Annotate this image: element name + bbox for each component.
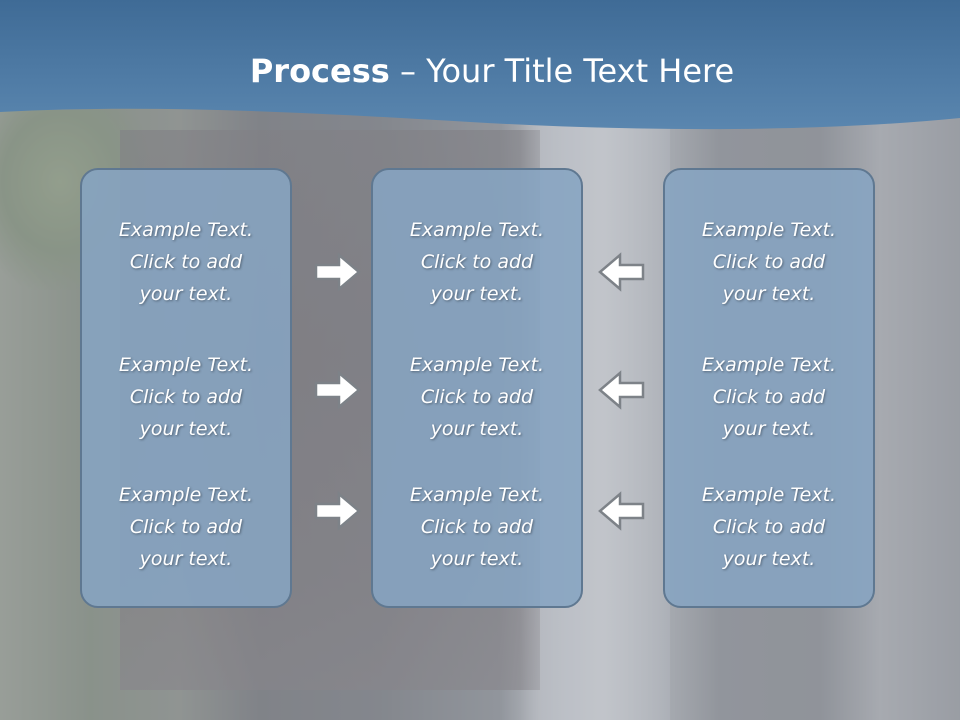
left-process-box[interactable]: Example Text. Click to add your text. Ex…: [80, 168, 292, 608]
text-line: Click to add: [712, 516, 826, 538]
text-placeholder[interactable]: Example Text. Click to add your text.: [82, 479, 290, 575]
text-line: your text.: [722, 283, 816, 305]
text-line: Example Text.: [118, 219, 254, 241]
text-line: Click to add: [420, 516, 534, 538]
text-line: Click to add: [129, 251, 243, 273]
text-placeholder[interactable]: Example Text. Click to add your text.: [82, 349, 290, 445]
text-line: Example Text.: [409, 354, 545, 376]
arrow-right-icon: [314, 370, 361, 410]
title-banner: [0, 0, 960, 140]
text-line: Click to add: [420, 386, 534, 408]
text-placeholder[interactable]: Example Text. Click to add your text.: [665, 349, 873, 445]
text-placeholder[interactable]: Example Text. Click to add your text.: [373, 214, 581, 310]
text-line: your text.: [430, 283, 524, 305]
text-line: Example Text.: [409, 484, 545, 506]
text-line: your text.: [139, 418, 233, 440]
text-placeholder[interactable]: Example Text. Click to add your text.: [373, 479, 581, 575]
text-line: Click to add: [129, 516, 243, 538]
arrow-left-icon: [598, 252, 645, 292]
title-rest: – Your Title Text Here: [389, 52, 735, 90]
text-placeholder[interactable]: Example Text. Click to add your text.: [82, 214, 290, 310]
text-line: Click to add: [712, 251, 826, 273]
right-process-box[interactable]: Example Text. Click to add your text. Ex…: [663, 168, 875, 608]
text-line: Example Text.: [701, 354, 837, 376]
text-line: your text.: [430, 418, 524, 440]
text-line: Click to add: [420, 251, 534, 273]
arrow-right-icon: [314, 491, 361, 531]
arrow-left-icon: [598, 491, 645, 531]
text-line: your text.: [722, 548, 816, 570]
text-line: Example Text.: [118, 484, 254, 506]
text-line: Example Text.: [409, 219, 545, 241]
text-line: your text.: [722, 418, 816, 440]
text-placeholder[interactable]: Example Text. Click to add your text.: [373, 349, 581, 445]
text-line: your text.: [430, 548, 524, 570]
arrow-right-icon: [314, 252, 361, 292]
text-line: your text.: [139, 283, 233, 305]
text-line: Example Text.: [118, 354, 254, 376]
center-process-box[interactable]: Example Text. Click to add your text. Ex…: [371, 168, 583, 608]
title-bold: Process: [249, 52, 390, 90]
text-line: Click to add: [712, 386, 826, 408]
text-placeholder[interactable]: Example Text. Click to add your text.: [665, 214, 873, 310]
text-line: Click to add: [129, 386, 243, 408]
text-line: Example Text.: [701, 219, 837, 241]
text-placeholder[interactable]: Example Text. Click to add your text.: [665, 479, 873, 575]
text-line: your text.: [139, 548, 233, 570]
text-line: Example Text.: [701, 484, 837, 506]
page-title[interactable]: Process – Your Title Text Here: [0, 52, 960, 90]
arrow-left-icon: [598, 370, 645, 410]
